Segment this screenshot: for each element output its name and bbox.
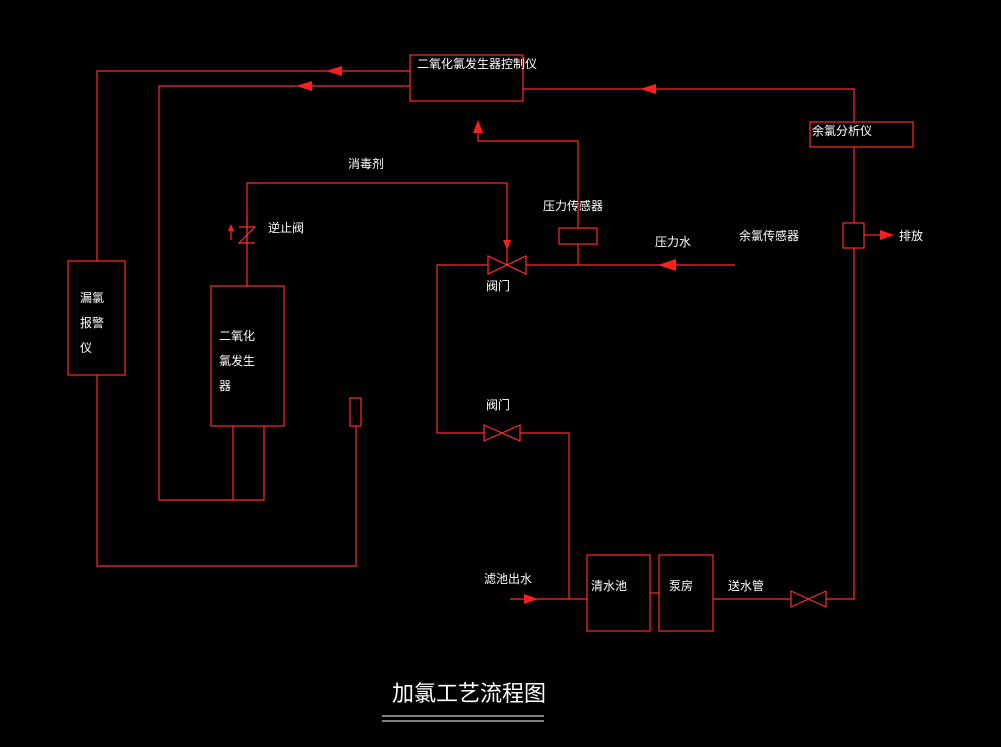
pressure-sensor-box	[558, 227, 598, 245]
residual-analyzer-box	[809, 121, 914, 148]
arrow-pressure-water	[658, 259, 676, 271]
arrow-drain	[880, 230, 894, 240]
supply-pipe-label: 送水管	[728, 578, 764, 593]
pressure-water-label: 压力水	[655, 235, 691, 249]
arrow-sensor-to-controller	[473, 120, 483, 133]
leak-probe-box	[349, 397, 362, 427]
generator-label-2: 氯发生	[219, 353, 255, 368]
valve-supply	[790, 590, 827, 608]
pump-room-box	[658, 554, 714, 632]
leak-alarm-label-1: 漏氯	[80, 291, 104, 305]
clear-pool-box	[586, 554, 651, 632]
filter-outlet-label: 滤池出水	[484, 572, 532, 586]
valve-top-label: 阀门	[486, 278, 510, 293]
residual-sensor-box	[842, 222, 865, 249]
valve-mid	[483, 424, 521, 442]
disinfectant-label: 消毒剂	[348, 156, 384, 171]
clear-pool-label: 清水池	[591, 579, 627, 593]
pressure-sensor-label: 压力传感器	[543, 198, 603, 213]
pipe-lines	[96, 70, 880, 600]
residual-sensor-label: 余氯传感器	[739, 228, 799, 243]
arrow-analyzer-to-controller	[640, 84, 656, 94]
leak-alarm-label-3: 仪	[80, 341, 92, 355]
residual-analyzer-label: 余氯分析仪	[812, 123, 872, 138]
check-valve-label: 逆止阀	[268, 220, 304, 235]
generator-label-3: 器	[219, 379, 231, 393]
pump-room-label: 泵房	[669, 578, 693, 593]
controller-label: 二氧化氯发生器控制仪	[417, 56, 537, 71]
arrow-disinfectant	[503, 240, 511, 250]
check-valve-symbol	[228, 218, 257, 245]
arrow-controller-to-alarm	[326, 66, 342, 76]
valve-top	[487, 250, 527, 275]
arrow-filter-outlet	[524, 594, 538, 604]
arrow-controller-to-generator	[296, 81, 312, 91]
drain-label: 排放	[899, 228, 923, 243]
diagram-title: 加氯工艺流程图	[392, 682, 546, 707]
controller-box	[409, 54, 524, 102]
generator-label-1: 二氧化	[219, 329, 255, 343]
valve-mid-label: 阀门	[486, 397, 510, 412]
leak-alarm-label-2: 报警	[80, 315, 104, 330]
